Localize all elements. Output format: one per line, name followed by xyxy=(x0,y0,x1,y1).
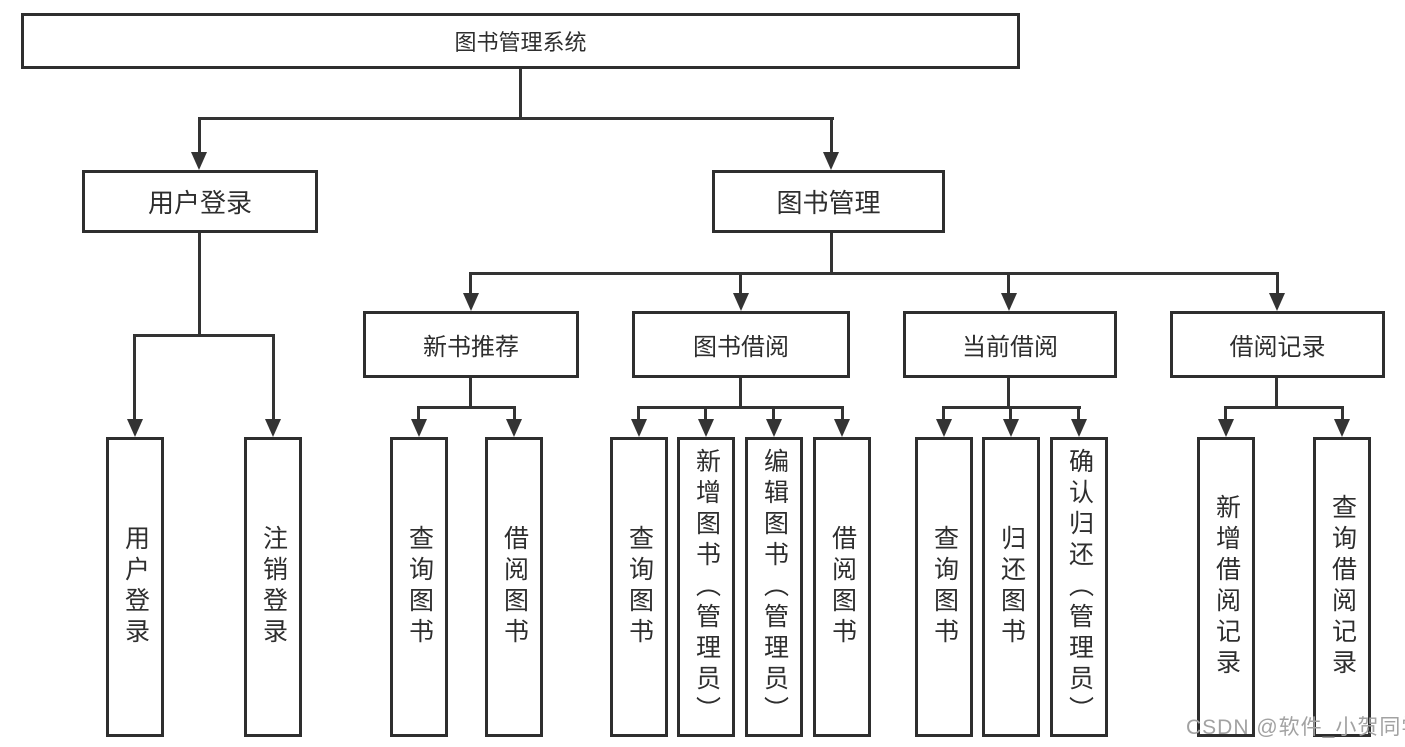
leaf-add-borrow-record: 新增借阅记录 xyxy=(1197,437,1255,737)
node-book-management-label: 图书管理 xyxy=(776,188,881,218)
connector-line xyxy=(198,233,201,336)
leaf-confirm-return-admin: 确认归还（管理员） xyxy=(1050,437,1108,737)
connector-line xyxy=(841,406,844,421)
connector-line xyxy=(198,117,201,155)
connector-line xyxy=(830,117,833,155)
arrowhead-down-icon xyxy=(191,152,207,170)
leaf-query-borrow-record-label: 查询借阅记录 xyxy=(1328,494,1357,680)
connector-line xyxy=(1276,272,1279,295)
leaf-query-books-recommend-label: 查询图书 xyxy=(405,525,434,649)
leaf-user-login-label: 用户登录 xyxy=(121,525,150,649)
arrowhead-down-icon xyxy=(1001,293,1017,311)
leaf-logout: 注销登录 xyxy=(244,437,302,737)
leaf-add-borrow-record-label: 新增借阅记录 xyxy=(1212,494,1241,680)
node-borrow-records: 借阅记录 xyxy=(1170,311,1385,378)
connector-line xyxy=(704,406,707,421)
arrowhead-down-icon xyxy=(411,419,427,437)
node-current-borrow-label: 当前借阅 xyxy=(962,334,1058,361)
connector-line xyxy=(1009,406,1012,421)
leaf-edit-book-admin-label: 编辑图书（管理员） xyxy=(760,447,789,727)
connector-line xyxy=(1224,406,1344,409)
connector-line xyxy=(272,334,275,421)
arrowhead-down-icon xyxy=(834,419,850,437)
connector-line xyxy=(1007,378,1010,406)
connector-line xyxy=(469,272,472,295)
arrowhead-down-icon xyxy=(1003,419,1019,437)
arrowhead-down-icon xyxy=(127,419,143,437)
connector-line xyxy=(469,378,472,406)
leaf-return-book-label: 归还图书 xyxy=(997,525,1026,649)
connector-line xyxy=(739,378,742,406)
arrowhead-down-icon xyxy=(936,419,952,437)
connector-line xyxy=(470,272,1279,275)
leaf-add-book-admin-label: 新增图书（管理员） xyxy=(692,447,721,727)
node-current-borrow: 当前借阅 xyxy=(903,311,1117,378)
connector-line xyxy=(519,69,522,119)
node-new-book-recommend-label: 新书推荐 xyxy=(423,334,519,361)
arrowhead-down-icon xyxy=(766,419,782,437)
node-new-book-recommend: 新书推荐 xyxy=(363,311,579,378)
connector-line xyxy=(637,406,844,409)
arrowhead-down-icon xyxy=(631,419,647,437)
node-borrow-records-label: 借阅记录 xyxy=(1229,334,1326,361)
connector-line xyxy=(1077,406,1080,421)
leaf-user-login: 用户登录 xyxy=(106,437,164,737)
leaf-add-book-admin: 新增图书（管理员） xyxy=(677,437,735,737)
node-user-login: 用户登录 xyxy=(82,170,318,233)
connector-line xyxy=(637,406,640,421)
arrowhead-down-icon xyxy=(1071,419,1087,437)
node-library-system: 图书管理系统 xyxy=(21,13,1020,69)
leaf-query-books-current-label: 查询图书 xyxy=(930,525,959,649)
csdn-watermark: CSDN @软件_小贺同学 xyxy=(1186,716,1405,739)
leaf-confirm-return-admin-label: 确认归还（管理员） xyxy=(1065,447,1094,727)
arrowhead-down-icon xyxy=(1218,419,1234,437)
arrowhead-down-icon xyxy=(698,419,714,437)
arrowhead-down-icon xyxy=(1269,293,1285,311)
leaf-borrow-books-borrow-label: 借阅图书 xyxy=(828,525,857,649)
connector-line xyxy=(830,233,833,274)
connector-line xyxy=(417,406,420,421)
connector-line xyxy=(1007,272,1010,295)
leaf-borrow-books-recommend: 借阅图书 xyxy=(485,437,543,737)
connector-line xyxy=(1275,378,1278,406)
connector-line xyxy=(133,334,275,337)
leaf-return-book: 归还图书 xyxy=(982,437,1040,737)
arrowhead-down-icon xyxy=(1334,419,1350,437)
connector-line xyxy=(772,406,775,421)
connector-line xyxy=(739,272,742,295)
connector-line xyxy=(942,406,945,421)
arrowhead-down-icon xyxy=(733,293,749,311)
arrowhead-down-icon xyxy=(463,293,479,311)
node-book-borrow: 图书借阅 xyxy=(632,311,850,378)
leaf-borrow-books-borrow: 借阅图书 xyxy=(813,437,871,737)
leaf-query-books-recommend: 查询图书 xyxy=(390,437,448,737)
arrowhead-down-icon xyxy=(506,419,522,437)
connector-line xyxy=(198,117,834,120)
node-user-login-label: 用户登录 xyxy=(147,188,252,218)
leaf-logout-label: 注销登录 xyxy=(259,525,288,649)
connector-line xyxy=(1224,406,1227,421)
arrowhead-down-icon xyxy=(265,419,281,437)
leaf-query-books-borrow: 查询图书 xyxy=(610,437,668,737)
leaf-query-books-borrow-label: 查询图书 xyxy=(625,525,654,649)
leaf-edit-book-admin: 编辑图书（管理员） xyxy=(745,437,803,737)
connector-line xyxy=(1341,406,1344,421)
leaf-query-books-current: 查询图书 xyxy=(915,437,973,737)
leaf-query-borrow-record: 查询借阅记录 xyxy=(1313,437,1371,737)
arrowhead-down-icon xyxy=(823,152,839,170)
node-library-system-label: 图书管理系统 xyxy=(454,30,587,55)
node-book-management: 图书管理 xyxy=(712,170,945,233)
connector-line xyxy=(133,334,136,421)
node-book-borrow-label: 图书借阅 xyxy=(693,334,789,361)
leaf-borrow-books-recommend-label: 借阅图书 xyxy=(500,525,529,649)
connector-line xyxy=(417,406,516,409)
connector-line xyxy=(513,406,516,421)
